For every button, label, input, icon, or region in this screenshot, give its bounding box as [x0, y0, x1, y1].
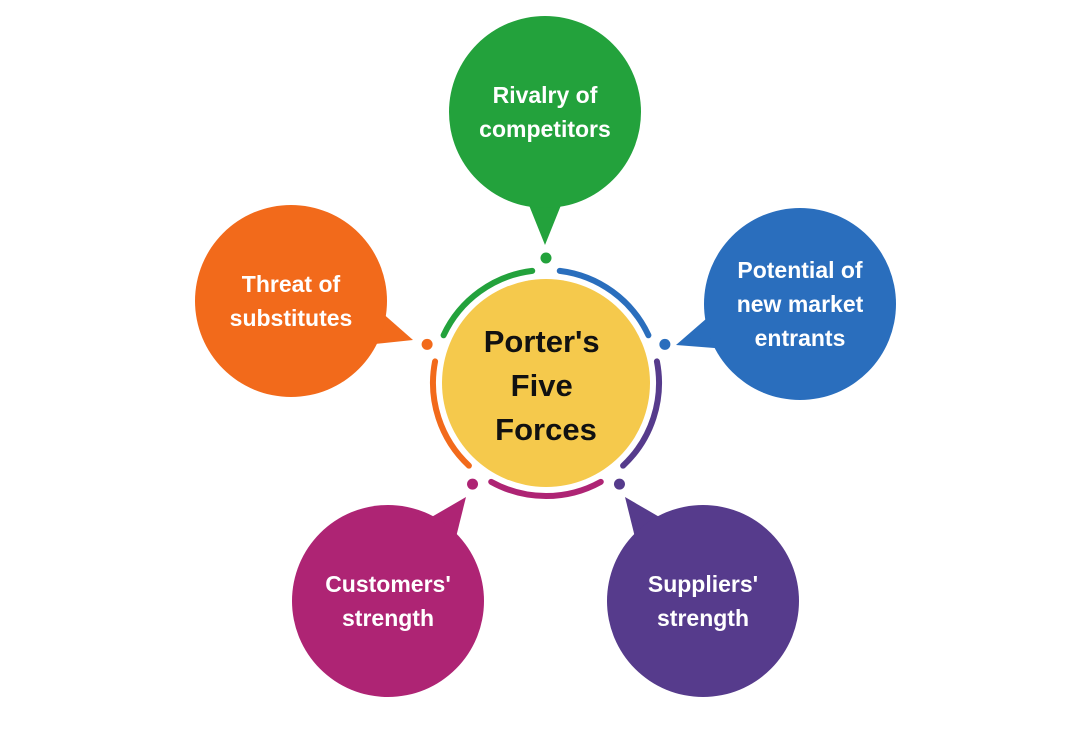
force-bubble-new-market-entrants: Potential of new market entrants — [676, 208, 896, 400]
force-label: Customers' strength — [325, 571, 451, 631]
bubble-circle — [292, 505, 484, 697]
force-label-line: substitutes — [230, 305, 353, 331]
connector-dot — [421, 338, 433, 350]
center-title-line: Five — [511, 368, 573, 403]
connector-dot — [467, 478, 479, 490]
force-label-line: Rivalry of — [493, 82, 598, 108]
bubble-circle — [195, 205, 387, 397]
bubble-circle — [607, 505, 799, 697]
ring-arc — [556, 267, 652, 339]
ring-arc — [620, 358, 662, 469]
ring-arc — [430, 358, 472, 469]
center-title-line: Forces — [495, 412, 597, 447]
force-label-line: strength — [342, 605, 434, 631]
force-label-line: Customers' — [325, 571, 451, 597]
connector-dot — [613, 478, 625, 490]
force-label-line: entrants — [755, 325, 846, 351]
force-bubble-rivalry-of-competitors: Rivalry of competitors — [449, 16, 641, 245]
force-label: Threat of substitutes — [230, 271, 353, 331]
bubble-circle — [449, 16, 641, 208]
connector-dot — [540, 252, 552, 264]
force-bubble-customers-strength: Customers' strength — [292, 497, 484, 697]
connector-dot — [659, 338, 671, 350]
force-label-line: new market — [737, 291, 864, 317]
force-label: Suppliers' strength — [648, 571, 758, 631]
force-label-line: Threat of — [242, 271, 341, 297]
ring-arc — [440, 267, 536, 339]
force-label-line: strength — [657, 605, 749, 631]
force-label-line: competitors — [479, 116, 611, 142]
center-title: Porter's Five Forces — [484, 324, 609, 447]
ring-arc — [488, 478, 604, 499]
force-label-line: Suppliers' — [648, 571, 758, 597]
force-label: Potential of new market entrants — [737, 257, 864, 351]
force-bubble-threat-of-substitutes: Threat of substitutes — [195, 205, 413, 397]
force-label-line: Potential of — [737, 257, 863, 283]
center-circle — [442, 279, 650, 487]
center-title-line: Porter's — [484, 324, 600, 359]
force-label: Rivalry of competitors — [479, 82, 611, 142]
force-bubble-suppliers-strength: Suppliers' strength — [607, 497, 799, 697]
bubble-circle — [704, 208, 896, 400]
